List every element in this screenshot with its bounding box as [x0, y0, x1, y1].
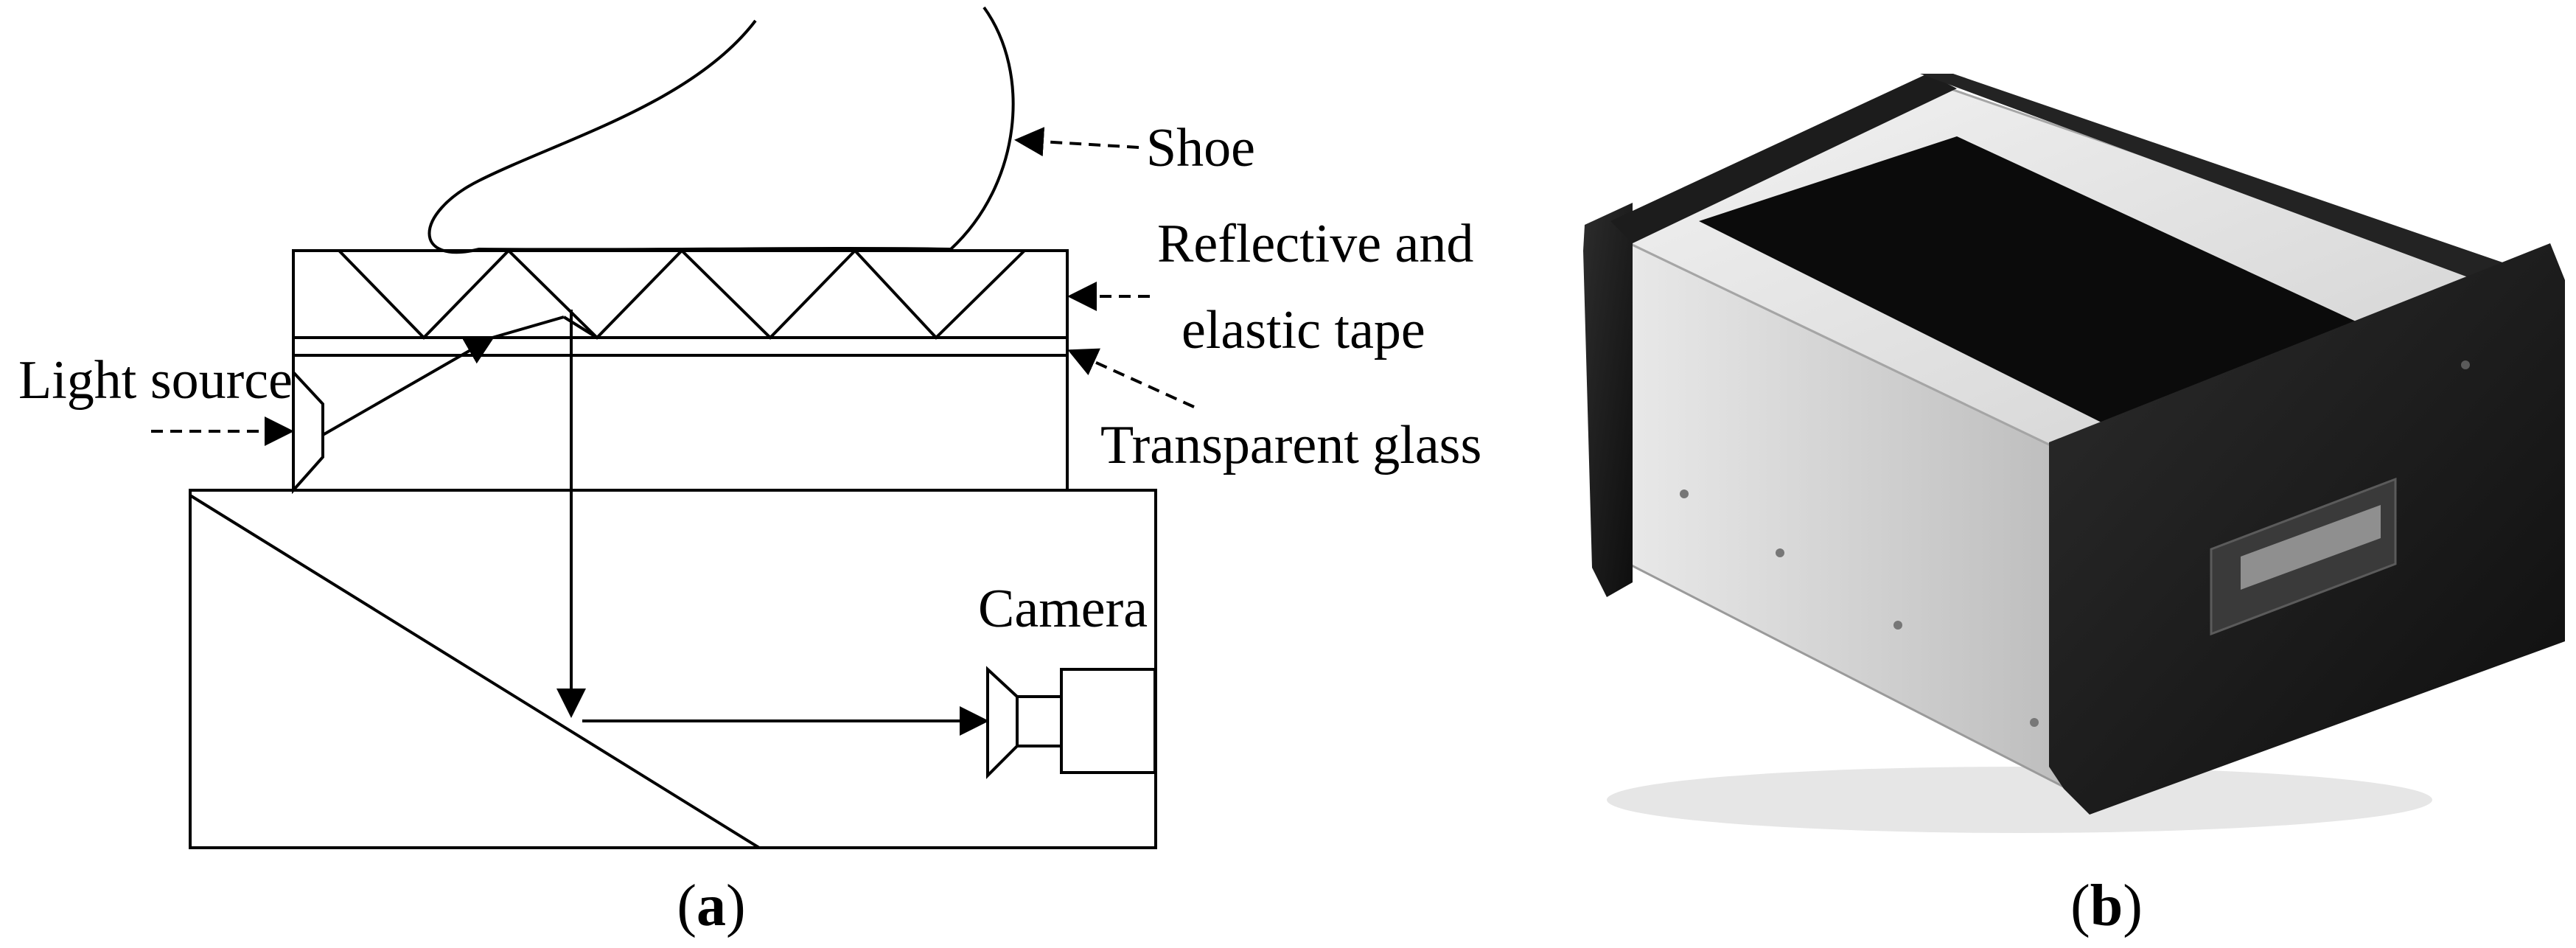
camera-lens — [986, 666, 1019, 779]
shoe-label: Shoe — [1146, 118, 1255, 178]
device-left-frame — [1583, 203, 1633, 597]
device-right-back-rail — [1920, 74, 2565, 302]
device-top-window — [1699, 136, 2362, 424]
light-ray-1 — [322, 336, 495, 436]
device-shadow — [1607, 767, 2432, 833]
shoe-outline — [427, 6, 1015, 254]
glass-label: Transparent glass — [1100, 415, 1481, 475]
camera-body — [1060, 668, 1156, 774]
panel-a-schematic — [151, 6, 1195, 849]
device-screw-5 — [2461, 360, 2470, 369]
device-handle-inner — [2241, 505, 2381, 590]
panel-b-device — [1583, 74, 2565, 833]
light-ray-3 — [562, 316, 598, 339]
device-screw-2 — [1776, 548, 1784, 557]
caption-b: (b) — [2070, 874, 2143, 938]
device-screw-1 — [1680, 489, 1689, 498]
tape-label-line2: elastic tape — [1181, 300, 1425, 360]
camera-mount — [1016, 695, 1063, 747]
caption-a: (a) — [677, 874, 745, 938]
device-back-rail — [1610, 74, 1957, 243]
tape-label-line1: Reflective and — [1157, 214, 1473, 274]
device-screw-4 — [2030, 718, 2039, 727]
light-source-emitter — [292, 368, 324, 495]
mirror-line — [189, 494, 761, 849]
shoe-leader — [1014, 127, 1139, 157]
platform-box — [292, 249, 1069, 492]
device-screw-3 — [1893, 621, 1902, 630]
glass-leader — [1067, 348, 1195, 408]
tape-zigzag — [338, 248, 1026, 340]
light-source-label: Light source — [18, 350, 293, 411]
camera-label: Camera — [978, 579, 1148, 639]
light-ray-2 — [492, 316, 565, 339]
